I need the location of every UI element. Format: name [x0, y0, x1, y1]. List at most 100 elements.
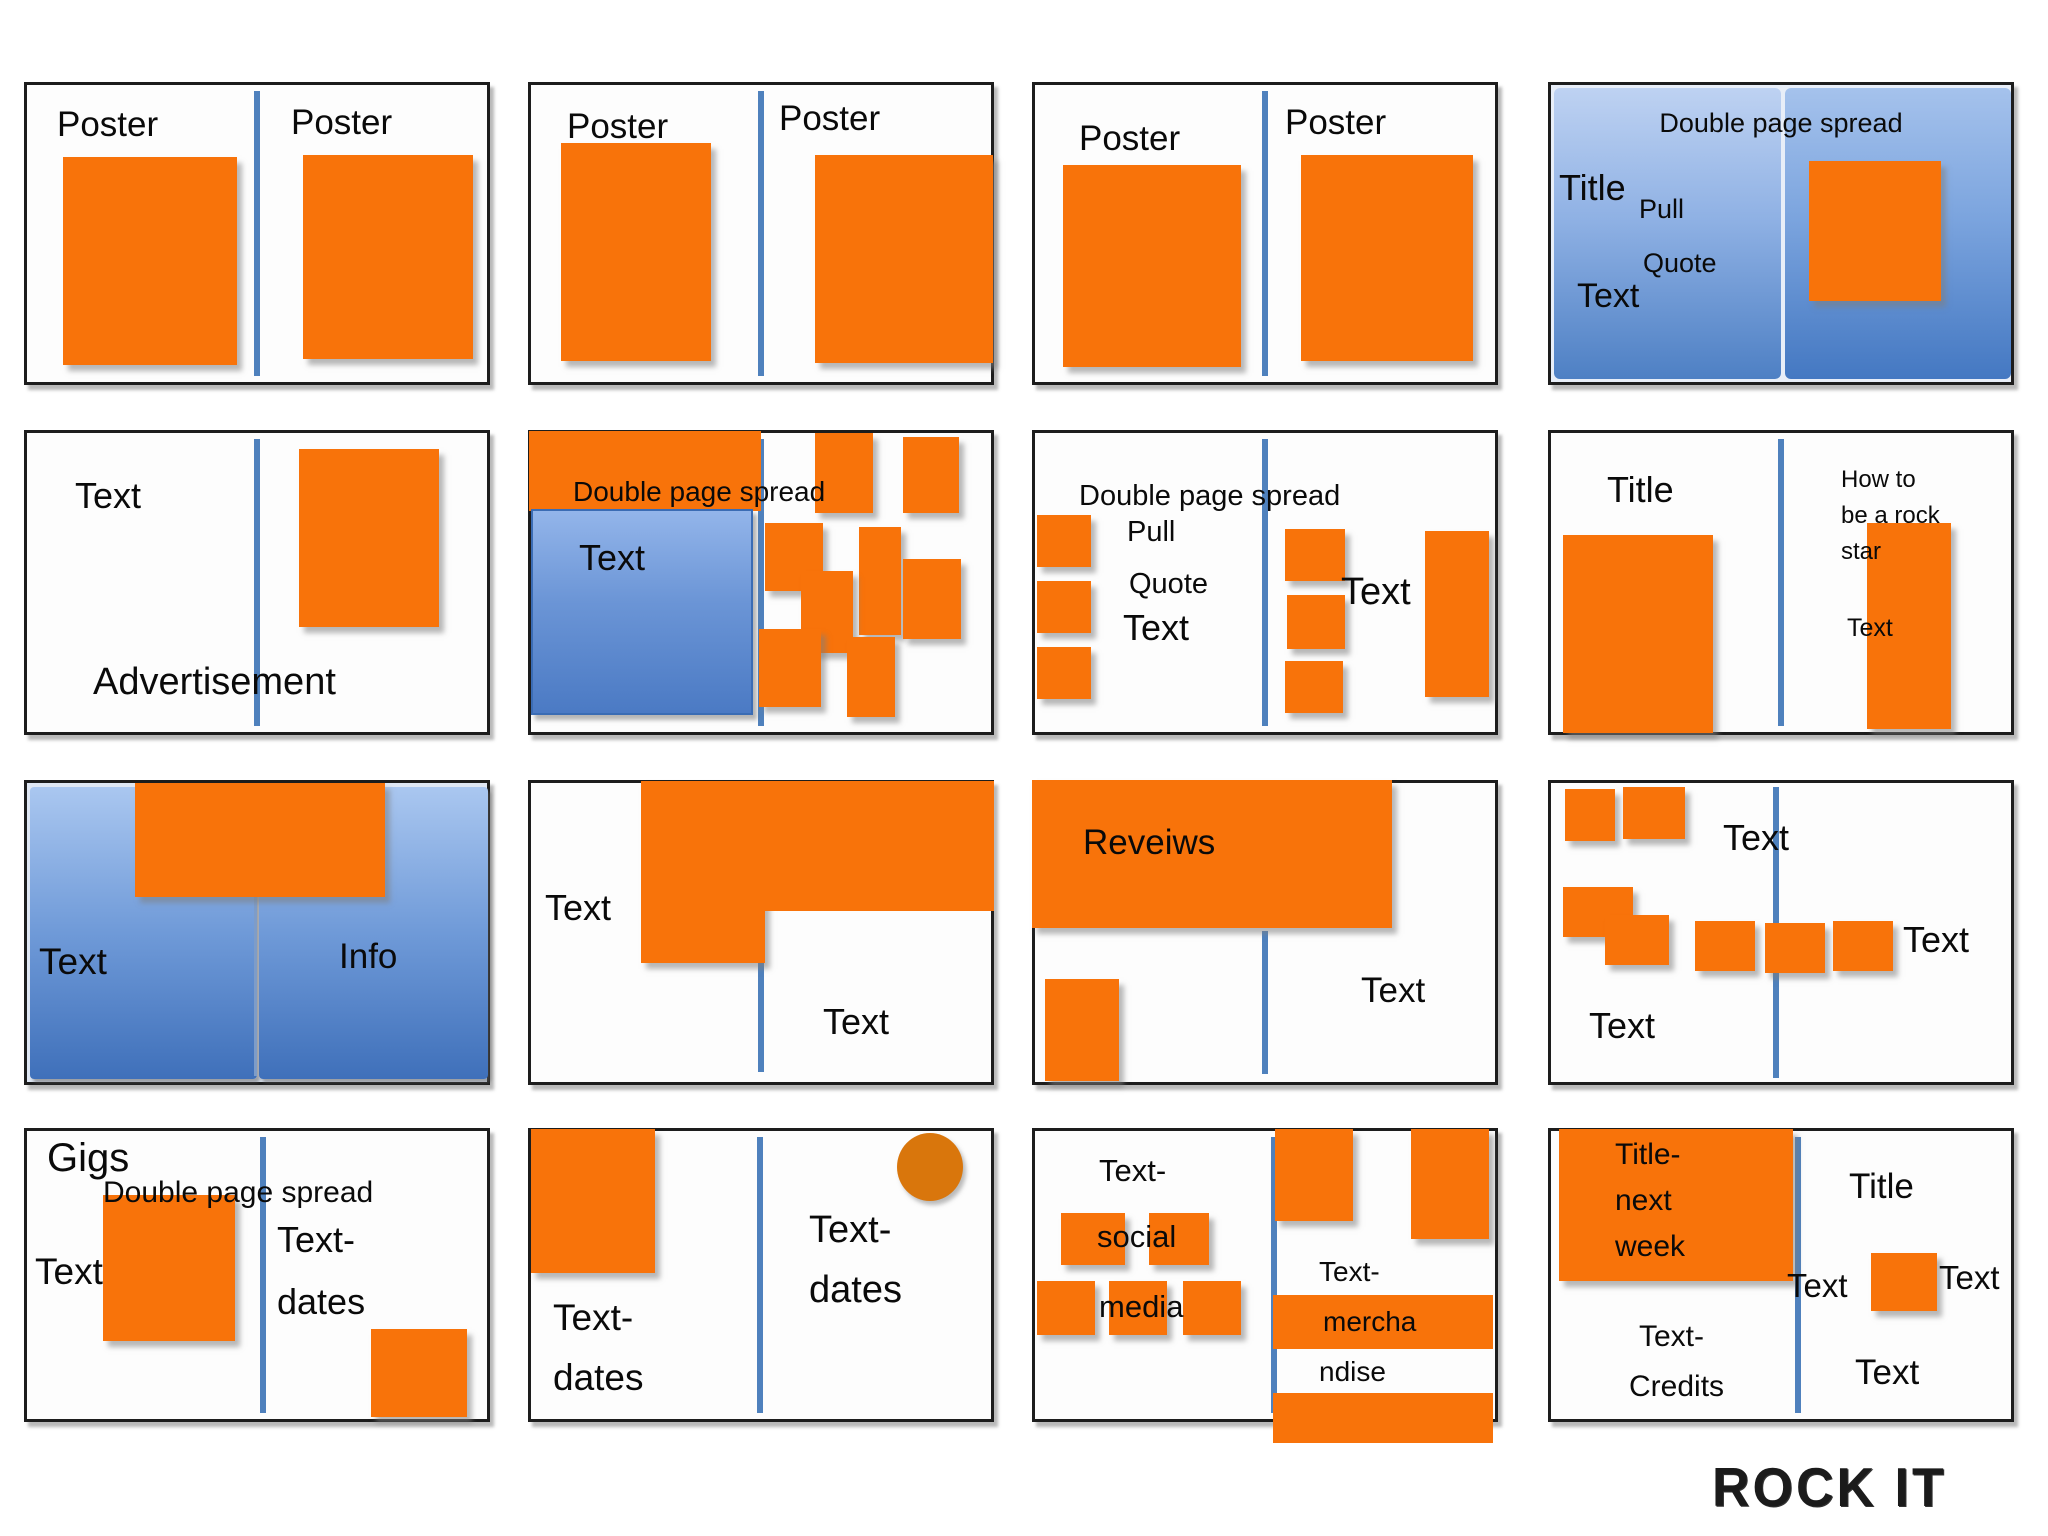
page-spine [254, 91, 260, 376]
page-spine [758, 91, 764, 376]
image-placeholder [1833, 921, 1893, 971]
dates-line: Text- [277, 1219, 356, 1260]
image-placeholder [303, 155, 473, 359]
image-placeholder [1061, 1213, 1125, 1265]
page-spine [1262, 91, 1268, 376]
image-placeholder [63, 157, 237, 365]
image-placeholder [299, 449, 439, 627]
image-placeholder [1695, 921, 1755, 971]
social-line: social [1097, 1219, 1177, 1254]
spread-double-page-mosaic: Double page spread Text [528, 430, 994, 735]
spread-poster-3: Poster Poster [1032, 82, 1498, 385]
page-spine [1262, 439, 1268, 726]
image-placeholder [1871, 1253, 1937, 1311]
title-label: Title [1849, 1167, 1914, 1206]
text-label: Text [1939, 1259, 2000, 1296]
dates-line: dates [553, 1357, 644, 1398]
text-panel [531, 509, 753, 715]
dates-line: Text- [809, 1209, 892, 1251]
spread-heading: Double page spread [1659, 108, 1903, 138]
image-placeholder [1867, 523, 1951, 729]
page-spine [758, 439, 764, 726]
image-placeholder [561, 143, 711, 361]
page-label: Poster [1285, 103, 1387, 142]
image-placeholder [859, 527, 901, 635]
merch-line: ndise [1319, 1356, 1386, 1387]
image-placeholder [1285, 529, 1345, 581]
image-placeholder [1037, 581, 1091, 633]
image-placeholder [1425, 531, 1489, 697]
spread-advertisement: Text Advertisement [24, 430, 490, 735]
text-label: Text [1589, 1005, 1656, 1046]
dates-line: dates [809, 1269, 902, 1311]
page-spine [1778, 439, 1784, 726]
text-label: Text [1847, 614, 1893, 642]
text-label: Text [1577, 277, 1640, 315]
image-placeholder [371, 1329, 467, 1417]
text-label: Text [35, 1251, 103, 1292]
howto-line: be a rock [1841, 502, 1940, 529]
merch-line: mercha [1323, 1306, 1417, 1337]
image-placeholder [759, 629, 821, 707]
spread-poster-1: Poster Poster [24, 82, 490, 385]
image-placeholder [1285, 661, 1343, 713]
page-spine [254, 439, 260, 726]
page-spine [1795, 1137, 1801, 1413]
spread-heading: Double page spread [1079, 480, 1341, 512]
image-placeholder [1559, 1129, 1793, 1281]
text-label: Text [1787, 1267, 1848, 1304]
page-label: Poster [779, 99, 881, 138]
spread-info: Text Info [24, 780, 490, 1085]
title-label: Title [1607, 469, 1674, 510]
page-spine [757, 1137, 763, 1413]
page-label: Poster [1079, 119, 1181, 158]
image-placeholder [1765, 923, 1825, 973]
spread-poster-2: Poster Poster [528, 82, 994, 385]
spread-text-images: Text Text [528, 780, 994, 1085]
image-placeholder [1063, 165, 1241, 367]
title-next-week-line: week [1615, 1230, 1686, 1263]
text-label: Text [75, 475, 142, 516]
dates-line: dates [277, 1281, 366, 1322]
page-spine [254, 783, 257, 1076]
spread-photo-grid: Text Text Text [1548, 780, 2014, 1085]
image-placeholder [1037, 647, 1091, 699]
banner-image-placeholder [529, 431, 761, 511]
spread-double-page-title: Double page spread Title Pull Quote Text [1548, 82, 2014, 385]
spread-title-credits: Title- next week Text- Credits Title Tex… [1548, 1128, 2014, 1422]
text-label: Text [1361, 971, 1426, 1010]
image-placeholder [903, 437, 959, 513]
title-label: Title [1559, 167, 1626, 208]
image-placeholder [1037, 515, 1091, 567]
image-placeholder [103, 1195, 235, 1341]
pull-label: Pull [1639, 194, 1685, 224]
title-next-week-line: Title- [1615, 1138, 1681, 1171]
image-placeholder [847, 637, 895, 717]
page-label: Poster [291, 103, 393, 142]
dates-line: Text- [553, 1297, 634, 1338]
reviews-image-placeholder [1032, 780, 1392, 928]
image-placeholder [1037, 1281, 1095, 1335]
image-placeholder [1273, 1295, 1493, 1349]
image-placeholder [815, 433, 873, 513]
page-panel-left [1554, 88, 1781, 379]
image-placeholder [1411, 1129, 1489, 1239]
image-placeholder [815, 155, 993, 363]
page-spine [1271, 1137, 1277, 1413]
image-placeholder [903, 559, 961, 639]
image-placeholder [641, 781, 765, 963]
image-placeholder [763, 781, 994, 911]
image-placeholder [1563, 535, 1713, 733]
page-spine [260, 1137, 266, 1413]
image-placeholder [1623, 787, 1685, 839]
quote-label: Quote [1129, 568, 1208, 600]
spread-social-media-merchandise: Text- social media Text- mercha ndise [1032, 1128, 1498, 1443]
image-placeholder [1045, 979, 1119, 1081]
spread-reviews: Reveiws Text [1032, 780, 1498, 1085]
page-spine [1262, 931, 1268, 1074]
social-line: Text- [1099, 1153, 1167, 1188]
text-label: Text [1855, 1353, 1920, 1392]
title-next-week-line: next [1615, 1184, 1672, 1217]
image-placeholder [1809, 161, 1941, 301]
rock-it-logo: ROCK IT [1712, 1457, 1947, 1519]
